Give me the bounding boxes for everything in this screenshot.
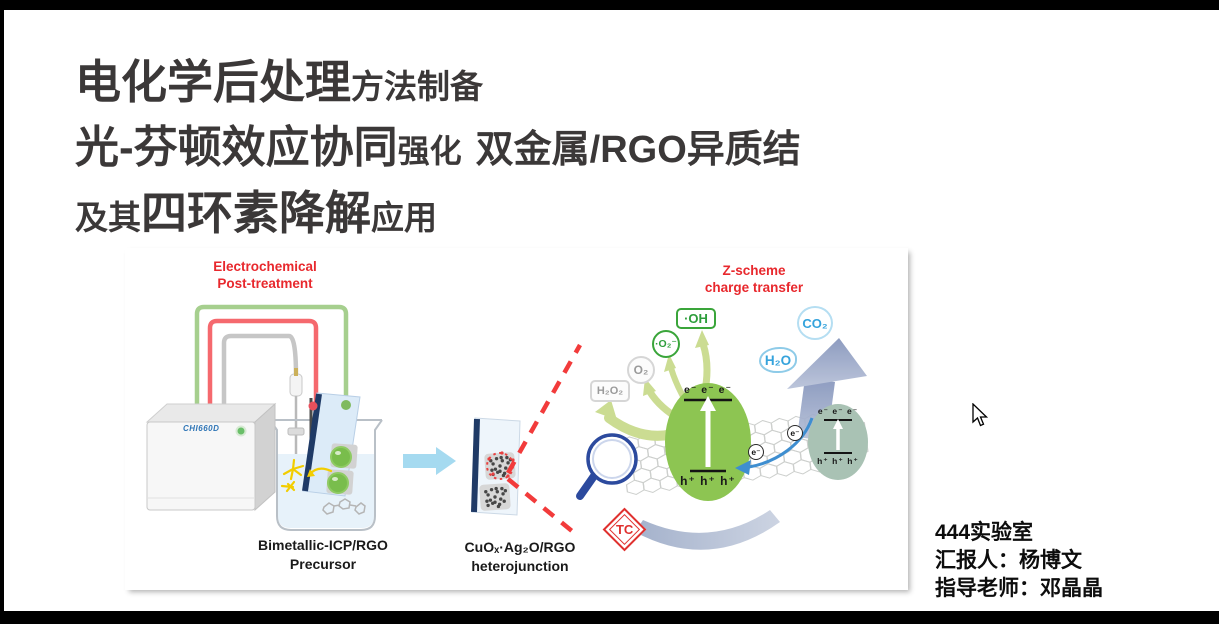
red-wire [207, 318, 319, 412]
oxygen-badge: O₂ [627, 356, 655, 384]
vb-holes-label: h⁺ h⁺ h⁺ [817, 456, 859, 466]
heterojunction-label: CuOₓ·Ag₂O/RGO heterojunction [464, 539, 576, 574]
superoxide-radical-badge: ·O₂⁻ [652, 330, 680, 358]
letterbox-bar-bottom [0, 611, 1219, 624]
slide-title-line-1: 电化学后处理方法制备 [75, 46, 483, 112]
zoom-dashed-lines [506, 343, 582, 533]
scheme-drawing [145, 304, 869, 550]
metal-sphere [330, 446, 352, 468]
lab-name: 444实验室 [935, 521, 1034, 544]
letterbox-bar-left [0, 0, 4, 624]
magnifier-icon [576, 433, 638, 500]
green-wire [194, 304, 349, 412]
title-segment: 及其 [75, 199, 141, 236]
electron-badge: e⁻ [787, 425, 803, 441]
slide-title-line-2: 光-芬顿效应协同强化双金属/RGO异质结 [75, 111, 801, 175]
electrochemical-label: Electrochemical Post-treatment [213, 259, 317, 291]
zscheme-label: Z-scheme charge transfer [704, 263, 804, 295]
metal-sphere [327, 472, 349, 494]
water-badge: H₂O [759, 347, 797, 373]
electron-badge: e⁻ [748, 444, 764, 460]
cb-electrons-label: e⁻ e⁻ e⁻ [817, 406, 859, 416]
slide-title-line-3: 及其四环素降解应用 [75, 177, 437, 243]
gray-wire [221, 333, 299, 412]
title-segment: 方法制备 [351, 68, 483, 105]
degradation-path-arrow [635, 510, 780, 550]
letterbox-bar-top [0, 0, 1219, 10]
green-clip [341, 400, 351, 410]
power-led [235, 425, 247, 437]
scheme-figure: Electrochemical Post-treatment Z-scheme … [125, 248, 908, 590]
title-segment: 四环素降解 [141, 187, 371, 239]
hydroxyl-radical-badge: ·OH [676, 308, 716, 329]
polymer-chain [322, 498, 366, 515]
title-segment: 双金属/RGO异质结 [475, 129, 801, 171]
excitation-arrows [700, 396, 843, 467]
title-segment: 强化 [397, 133, 462, 169]
co2-badge: CO₂ [797, 306, 833, 340]
cb-electrons-label: e⁻ e⁻ e⁻ [684, 384, 732, 396]
title-segment: 光-芬顿效应协同 [75, 123, 398, 172]
nanoparticle-cluster [484, 486, 508, 509]
peroxide-badge: H₂O₂ [590, 380, 630, 402]
potentiostat-instrument [145, 402, 277, 512]
electron-transfer-arrow [735, 417, 814, 475]
red-clip [308, 401, 318, 411]
credits-block: 444实验室 汇报人：杨博文 指导老师：邓晶晶 [935, 519, 1103, 603]
tc-molecule-yellow [280, 458, 333, 493]
title-segment: 应用 [371, 199, 437, 236]
mouse-cursor [972, 403, 989, 427]
precursor-label: Bimetallic-ICP/RGO Precursor [258, 537, 388, 572]
presenter-name: 汇报人：杨博文 [935, 549, 1082, 572]
advisor-name: 指导老师：邓晶晶 [935, 577, 1103, 600]
instrument-model-label: CHI660D [183, 424, 220, 433]
vb-holes-label: h⁺ h⁺ h⁺ [680, 474, 736, 488]
process-arrow [403, 447, 456, 475]
title-segment: 电化学后处理 [75, 56, 351, 108]
precursor-electrode-slide [302, 392, 361, 497]
